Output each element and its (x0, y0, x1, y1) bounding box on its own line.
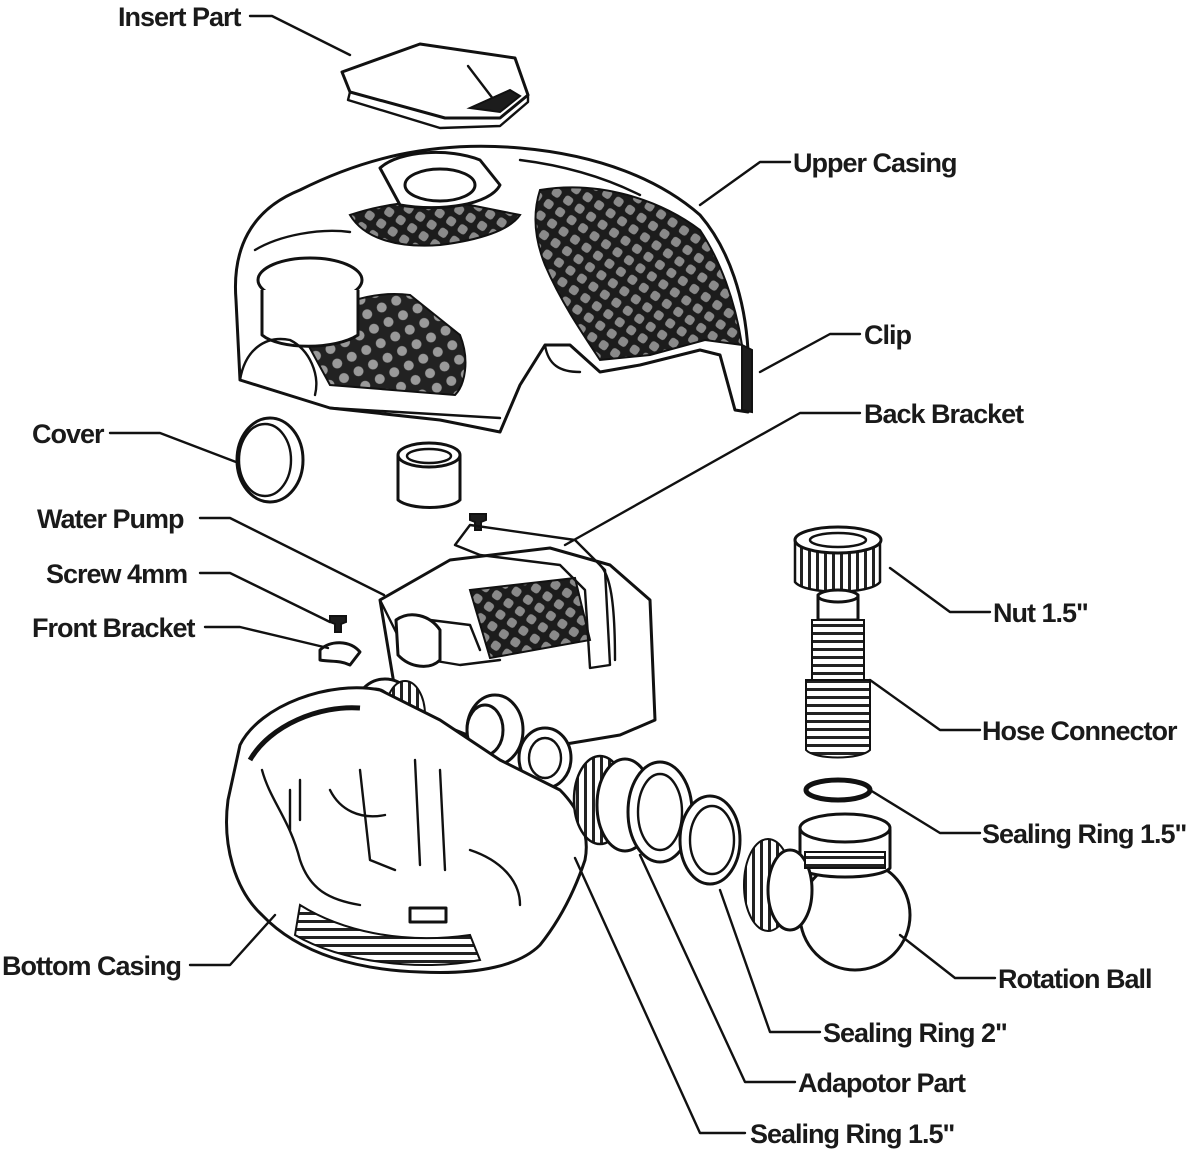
adapter-part-shape (572, 754, 742, 886)
label-insert-part: Insert Part (118, 2, 242, 32)
insert-part-shape (340, 42, 530, 130)
label-sealing-ring-2: Sealing Ring 2" (823, 1018, 1007, 1048)
upper-casing-shape (233, 144, 753, 434)
label-sealing-ring-15-right: Sealing Ring 1.5" (982, 819, 1187, 849)
label-sealing-ring-15-bottom: Sealing Ring 1.5" (750, 1119, 955, 1149)
cover-shape (235, 416, 305, 504)
label-water-pump: Water Pump (37, 504, 184, 534)
label-upper-casing: Upper Casing (793, 148, 957, 178)
label-back-bracket: Back Bracket (864, 399, 1024, 429)
bottom-casing-shape (225, 686, 588, 974)
hose-connector-shape (805, 588, 871, 759)
rotation-ball-shape (743, 812, 912, 972)
nut-shape (793, 525, 883, 593)
label-cover: Cover (32, 419, 105, 449)
label-screw: Screw 4mm (46, 559, 187, 589)
label-rotation-ball: Rotation Ball (998, 964, 1152, 994)
label-nut: Nut 1.5" (993, 598, 1088, 628)
label-adapter-part: Adapotor Part (798, 1068, 966, 1098)
label-clip: Clip (864, 320, 912, 350)
water-pump-shape (318, 523, 657, 747)
screw-shapes (329, 513, 487, 633)
back-bracket-part-shape (396, 441, 462, 509)
label-bottom-casing: Bottom Casing (2, 951, 181, 981)
label-front-bracket: Front Bracket (32, 613, 196, 643)
leader-lines (108, 14, 997, 1135)
label-hose-connector: Hose Connector (982, 716, 1178, 746)
sealing-ring-15-right-shape (803, 777, 873, 803)
